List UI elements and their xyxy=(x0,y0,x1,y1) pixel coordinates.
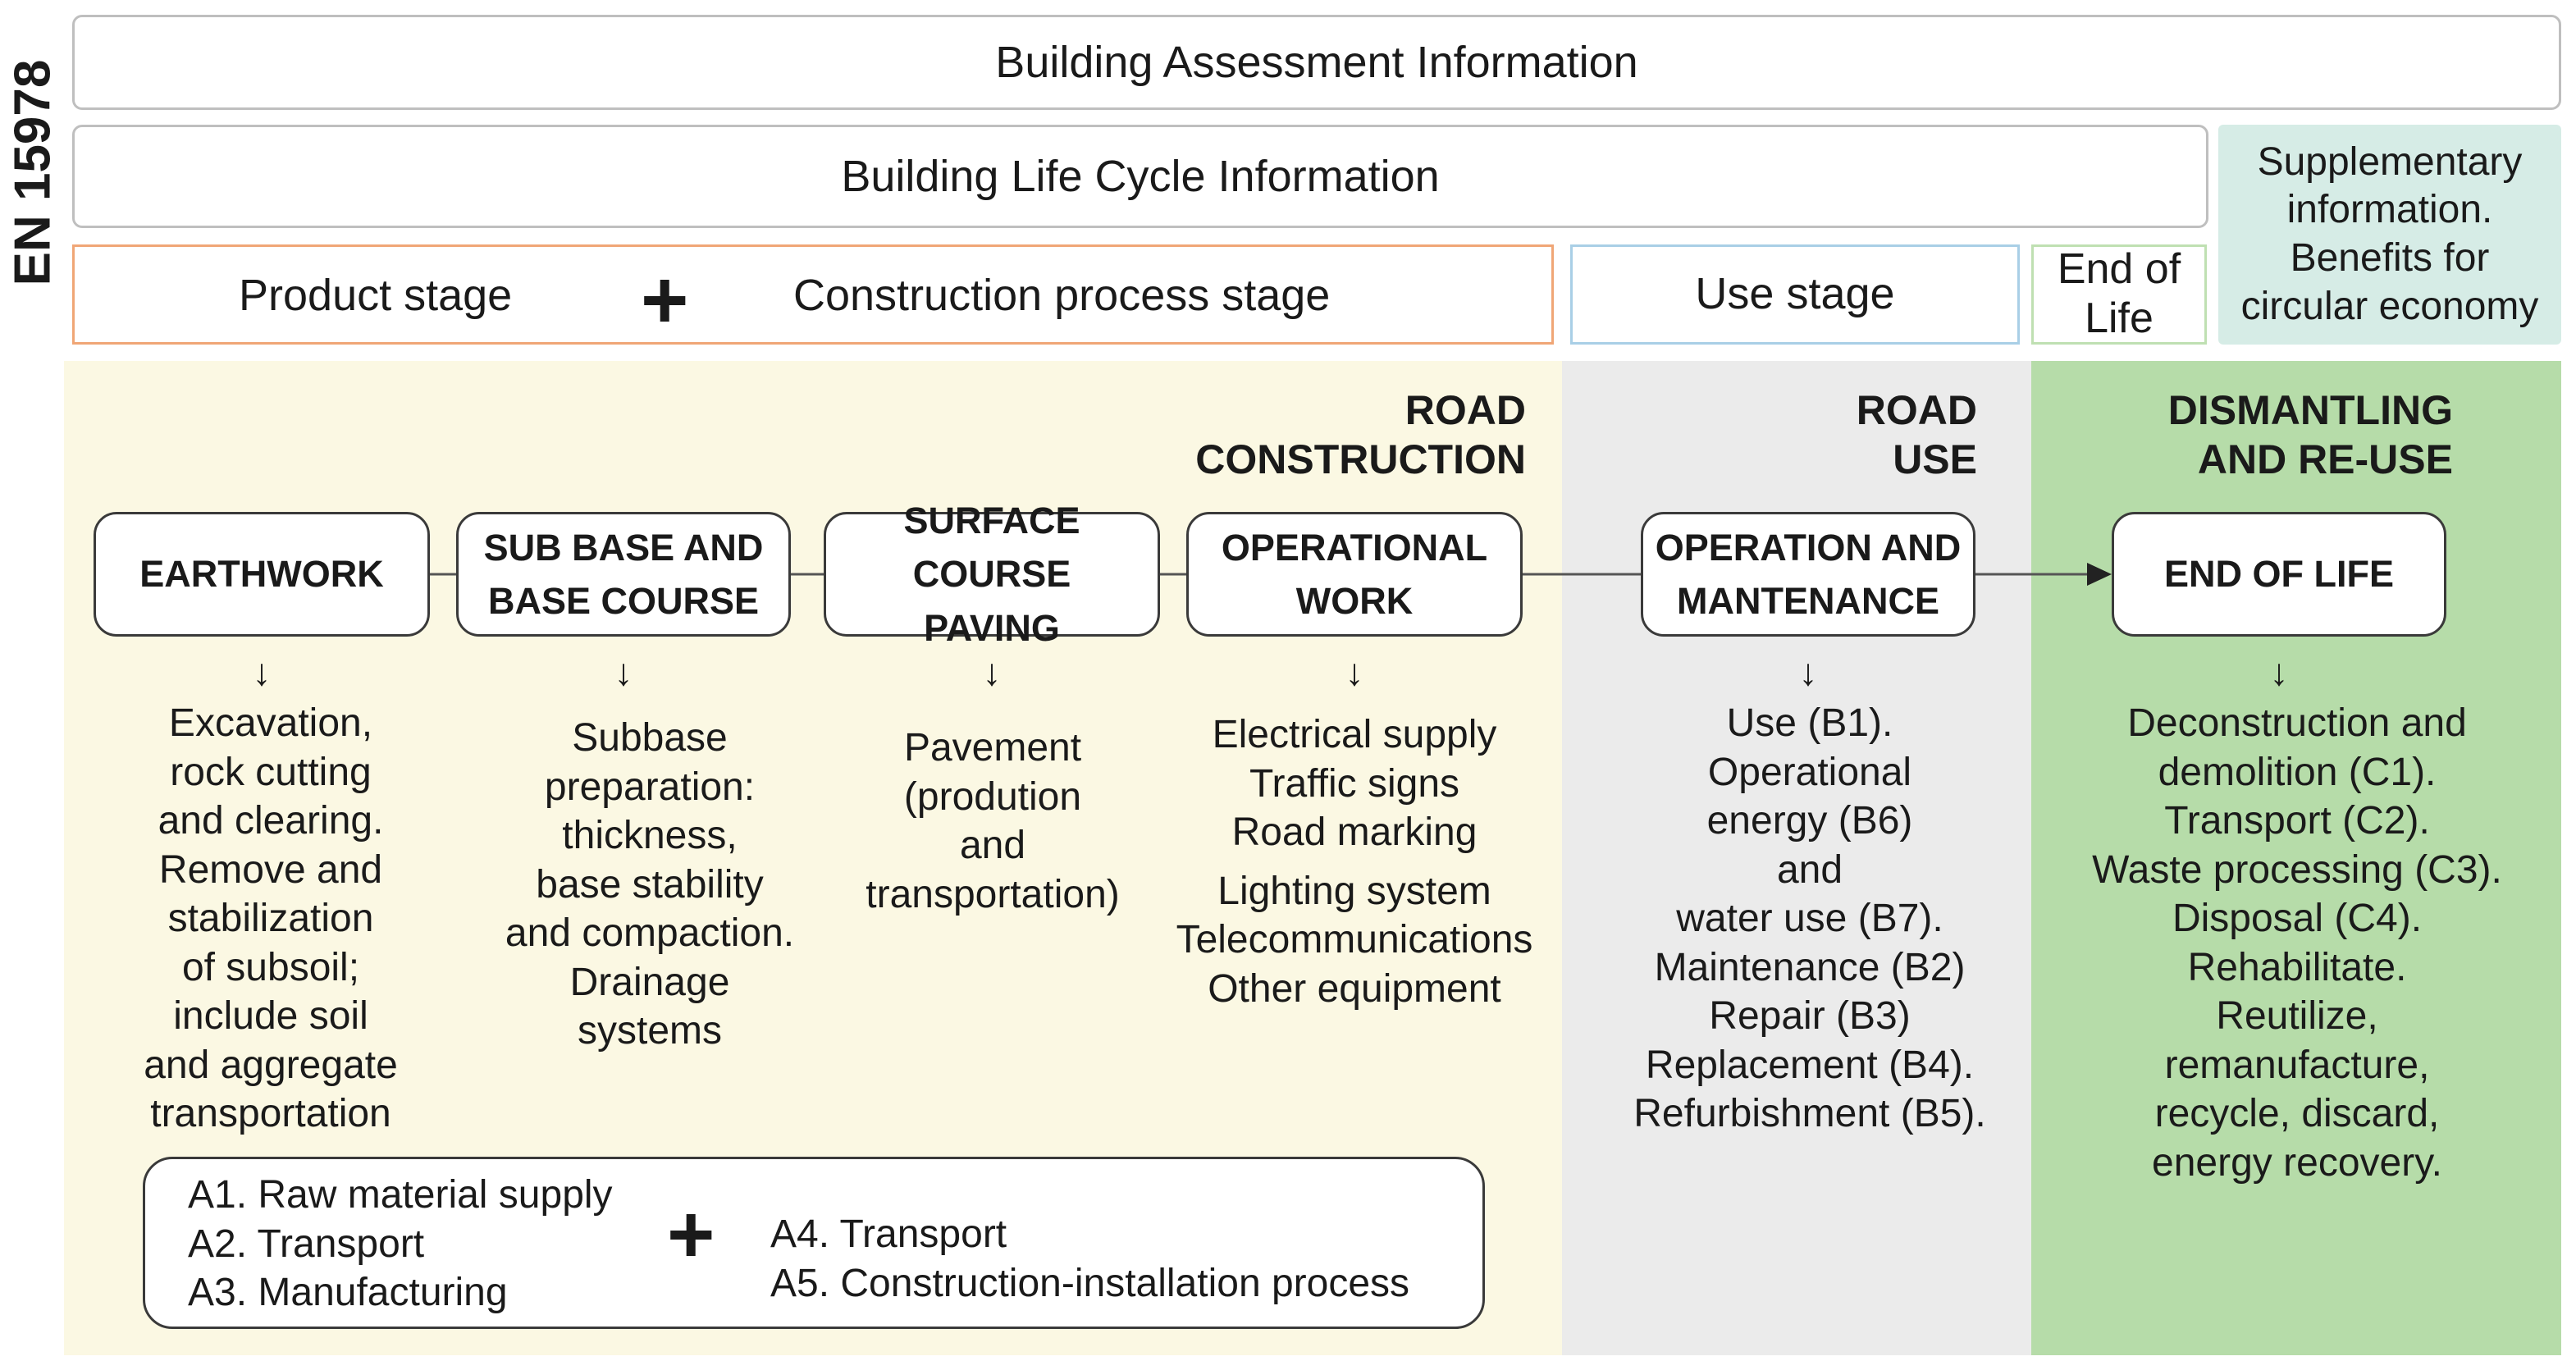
node-operation-maintenance: OPERATION AND MANTENANCE xyxy=(1641,512,1975,637)
node-operational-work: OPERATIONAL WORK xyxy=(1186,512,1523,637)
a1-a3-list: A1. Raw material supply A2. Transport A3… xyxy=(188,1173,613,1315)
product-construction-stage-box: Product stage + Construction process sta… xyxy=(72,244,1554,345)
supplementary-info-box: Supplementary information. Benefits for … xyxy=(2218,125,2561,345)
sub-base-description: Subbase preparation: thickness, base sta… xyxy=(505,716,795,1053)
node-sub-base: SUB BASE AND BASE COURSE xyxy=(456,512,791,637)
node-surface-course: SURFACE COURSE PAVING xyxy=(824,500,1160,649)
down-arrow-icon: ↓ xyxy=(1798,651,1818,693)
end-of-life-description: Deconstruction and demolition (C1). Tran… xyxy=(2092,701,2502,1185)
construction-stage-label: Construction process stage xyxy=(793,271,1331,320)
standard-label: EN 15978 xyxy=(4,59,62,285)
a4-a5-list: A4. Transport A5. Construction-installat… xyxy=(770,1212,1410,1305)
down-arrow-icon: ↓ xyxy=(614,651,633,693)
product-stage-label: Product stage xyxy=(239,271,513,320)
life-cycle-info-header: Building Life Cycle Information xyxy=(72,125,2208,228)
down-arrow-icon: ↓ xyxy=(1345,651,1364,693)
plus-sign: + xyxy=(641,254,689,346)
operation-maintenance-description: Use (B1). Operational energy (B6) and wa… xyxy=(1633,701,1986,1136)
use-stage-box: Use stage xyxy=(1570,244,2020,345)
node-earthwork: EARTHWORK xyxy=(94,512,430,637)
down-arrow-icon: ↓ xyxy=(252,651,272,693)
plus-sign: + xyxy=(667,1189,715,1281)
down-arrow-icon: ↓ xyxy=(982,651,1002,693)
down-arrow-icon: ↓ xyxy=(2269,651,2289,693)
node-end-of-life: END OF LIFE xyxy=(2112,512,2446,637)
dismantling-title: DISMANTLING AND RE-USE xyxy=(2167,387,2453,482)
earthwork-description: Excavation, rock cutting and clearing. R… xyxy=(144,701,398,1136)
assessment-info-header: Building Assessment Information xyxy=(72,15,2561,110)
road-use-title: ROAD USE xyxy=(1856,387,1977,482)
road-construction-title: ROAD CONSTRUCTION xyxy=(1195,387,1526,482)
a-modules-box: A1. Raw material supply A2. Transport A3… xyxy=(143,1157,1485,1329)
surface-course-description: Pavement (prodution and transportation) xyxy=(866,726,1120,916)
operational-work-description: Electrical supply Traffic signs Road mar… xyxy=(1176,713,1533,1011)
end-of-life-stage-box: End of Life xyxy=(2031,244,2207,345)
